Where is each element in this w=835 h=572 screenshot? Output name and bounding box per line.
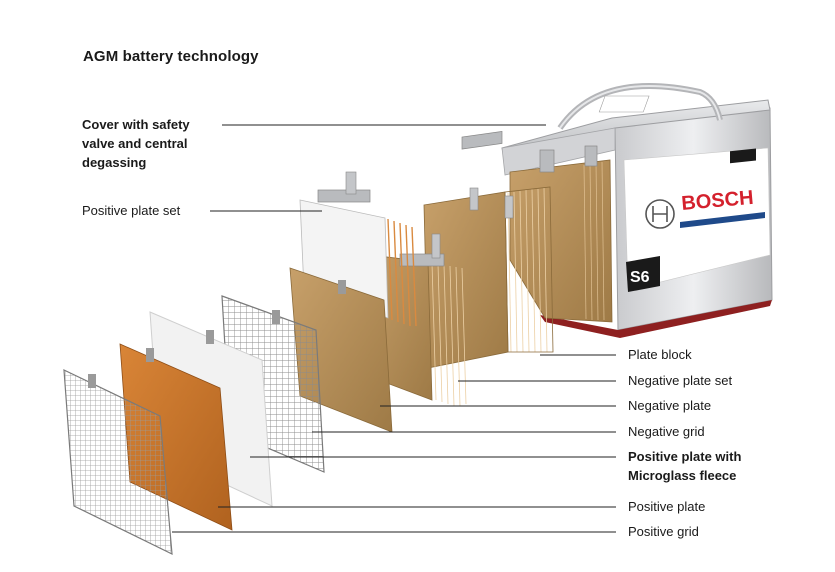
label-positive-plate-microglass-line-1: Positive plate with [628, 447, 741, 466]
label-positive-plate-set: Positive plate set [82, 201, 180, 220]
label-cover-line-2: valve and central [82, 134, 190, 153]
battery-case: BOSCH S6 [502, 86, 772, 338]
label-cover: Cover with safety valve and central dega… [82, 115, 190, 172]
label-plate-block: Plate block [628, 345, 692, 364]
label-positive-plate-microglass: Positive plate with Microglass fleece [628, 447, 741, 485]
label-positive-plate: Positive plate [628, 497, 705, 516]
label-negative-plate: Negative plate [628, 396, 711, 415]
label-positive-grid: Positive grid [628, 522, 699, 541]
label-negative-grid: Negative grid [628, 422, 705, 441]
label-cover-line-1: Cover with safety [82, 115, 190, 134]
label-cover-line-3: degassing [82, 153, 190, 172]
label-negative-plate-set: Negative plate set [628, 371, 732, 390]
model-badge: S6 [630, 269, 650, 286]
label-positive-plate-microglass-line-2: Microglass fleece [628, 466, 741, 485]
